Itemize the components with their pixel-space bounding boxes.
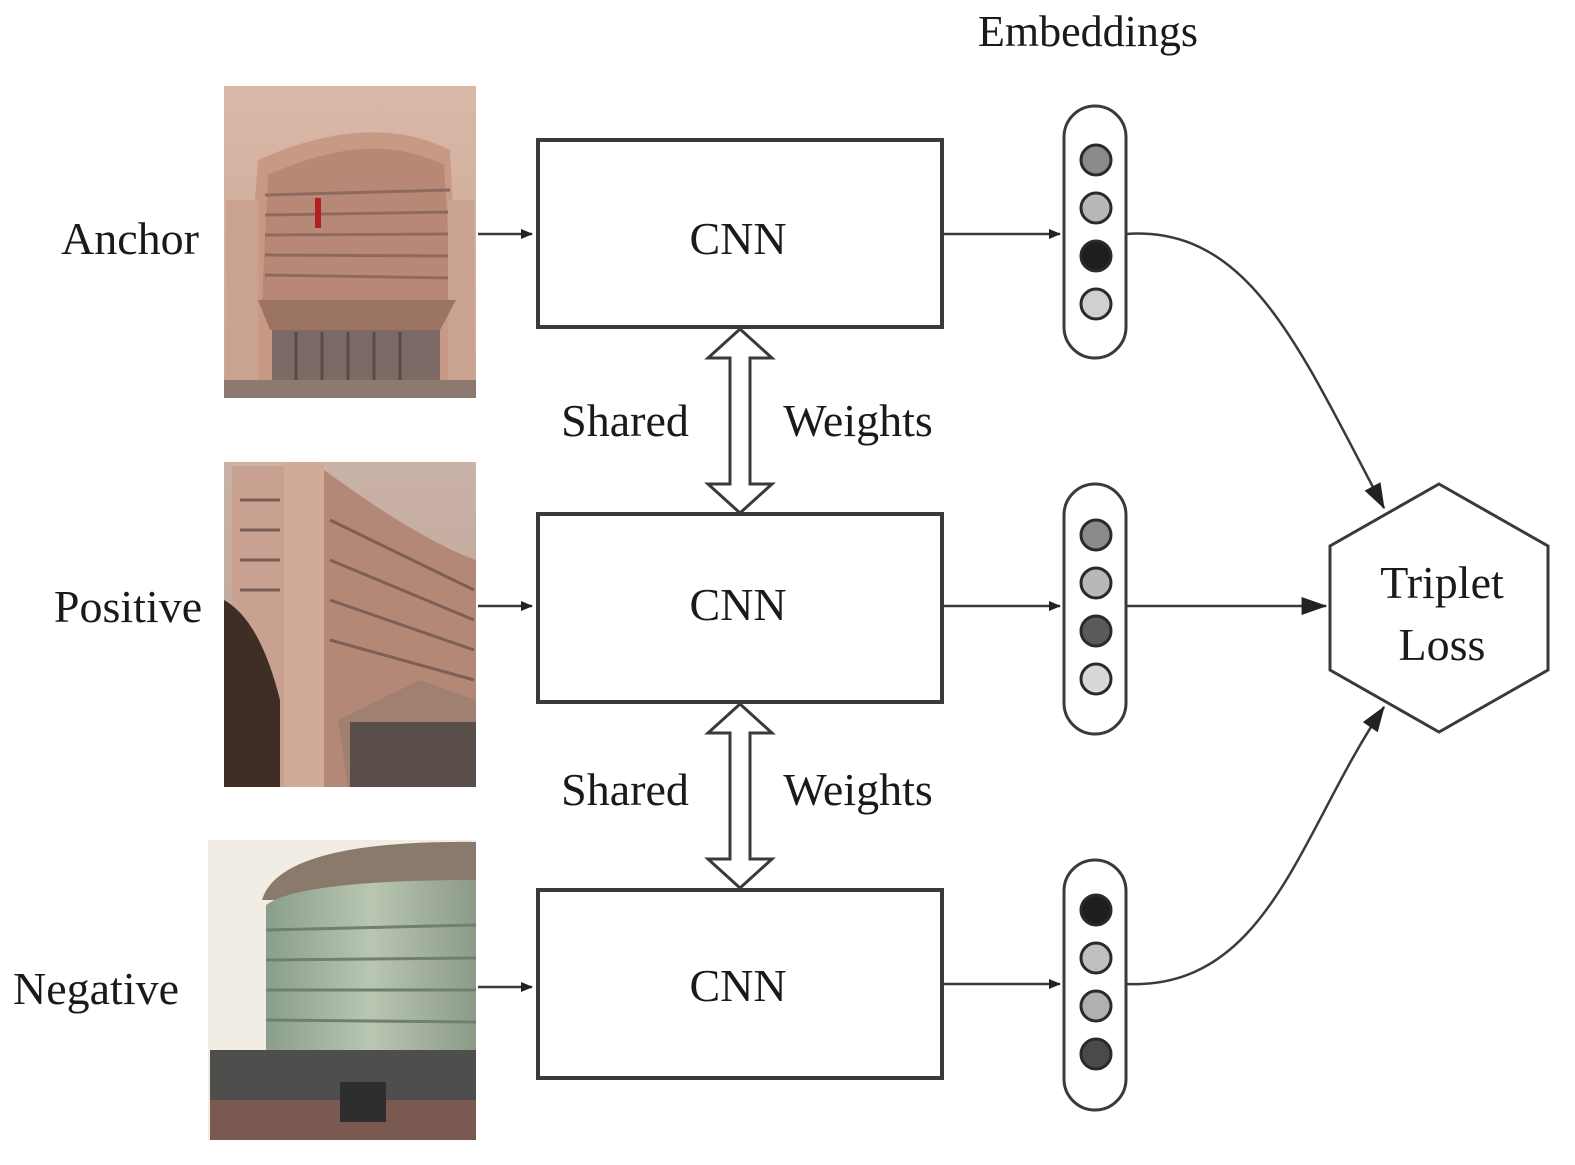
- cnn-box-negative: CNN: [536, 888, 944, 1080]
- triplet-loss-node: Triplet Loss: [1328, 482, 1550, 734]
- embedding-dot: [1079, 662, 1113, 696]
- embedding-dot: [1079, 191, 1113, 225]
- input-label-negative: Negative: [13, 963, 179, 1014]
- cnn-label: CNN: [689, 960, 786, 1011]
- embedding-dot: [1079, 518, 1113, 552]
- shared-label: Shared: [561, 395, 689, 446]
- embedding-dot: [1079, 989, 1113, 1023]
- weights-label: Weights: [783, 395, 933, 446]
- building-photo-positive: [224, 462, 476, 787]
- shared-weights-double-arrow-top: [704, 326, 776, 516]
- building-photo-anchor: [224, 86, 476, 398]
- embeddings-title: Embeddings: [978, 7, 1198, 56]
- embedding-dot: [1079, 239, 1113, 273]
- embedding-dot: [1079, 614, 1113, 648]
- loss-label-line2: Loss: [1399, 619, 1486, 670]
- embedding-dot: [1079, 1037, 1113, 1071]
- arrow-negative-embedding-to-loss: [1125, 705, 1386, 986]
- loss-label-line1: Triplet: [1380, 557, 1504, 608]
- embedding-dot: [1079, 566, 1113, 600]
- embedding-dot: [1079, 287, 1113, 321]
- embedding-vector-negative: [1062, 858, 1128, 1112]
- cnn-label: CNN: [689, 213, 786, 264]
- input-label-positive: Positive: [54, 581, 202, 632]
- building-photo-negative: [208, 840, 477, 1140]
- cnn-box-anchor: CNN: [536, 138, 944, 329]
- embedding-dot: [1079, 941, 1113, 975]
- embedding-vector-anchor: [1062, 104, 1128, 360]
- arrow-anchor-embedding-to-loss: [1125, 232, 1386, 510]
- cnn-label: CNN: [689, 579, 786, 630]
- embedding-dot: [1079, 893, 1113, 927]
- embedding-vector-positive: [1062, 482, 1128, 736]
- shared-weights-double-arrow-bottom: [704, 701, 776, 891]
- shared-label: Shared: [561, 764, 689, 815]
- weights-label: Weights: [783, 764, 933, 815]
- input-label-anchor: Anchor: [61, 213, 199, 264]
- embedding-dot: [1079, 143, 1113, 177]
- cnn-box-positive: CNN: [536, 512, 944, 704]
